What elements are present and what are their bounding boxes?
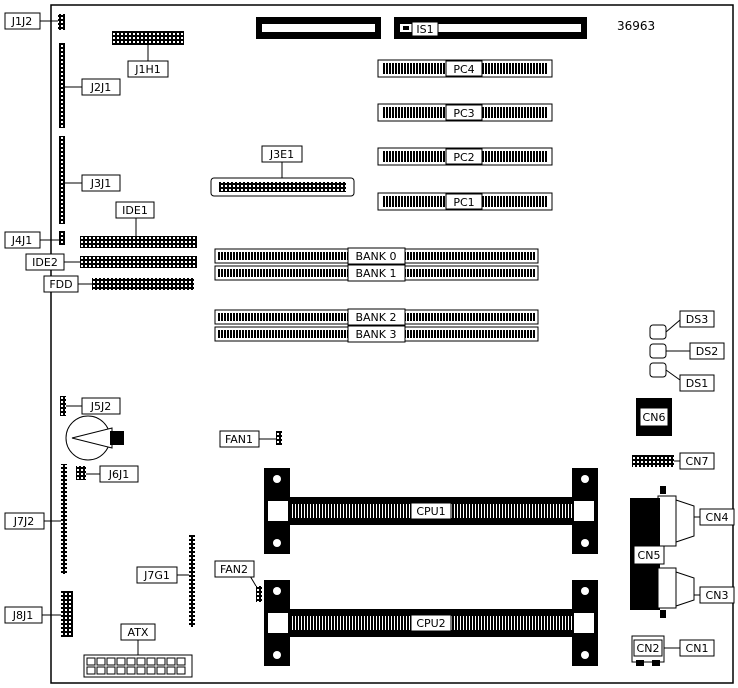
fdd-connector (92, 278, 194, 290)
ide1-connector (80, 236, 197, 248)
cpu1-slot: CPU1 (264, 468, 598, 554)
cn7-header (632, 455, 674, 467)
fan1-header (276, 431, 282, 445)
pc1-label: PC1 (453, 196, 474, 209)
cn3-connector: CN3 (657, 567, 735, 609)
cpu1-label: CPU1 (416, 505, 445, 518)
is1-label: IS1 (416, 23, 433, 36)
bank1-label: BANK 1 (355, 267, 396, 280)
cpu2-slot: CPU2 (264, 580, 598, 666)
cn1-label: CN1 (686, 642, 709, 655)
j3j1-header (59, 136, 65, 224)
j5j2-label: J5J2 (90, 400, 112, 413)
j8j1-header (61, 591, 73, 637)
cn3-label: CN3 (706, 589, 729, 602)
figure-id: 36963 (617, 19, 655, 33)
pc4-label: PC4 (453, 63, 474, 76)
j7j2-label: J7J2 (13, 515, 35, 528)
ds1-label: DS1 (686, 377, 708, 390)
fan1-label: FAN1 (225, 433, 253, 446)
j1h1-header (112, 31, 184, 45)
cn4-label: CN4 (706, 511, 729, 524)
cn5-connector: CN5 (630, 498, 665, 610)
ds1-led: DS1 (649, 362, 715, 392)
j7j2-header (61, 464, 67, 574)
j7g1-label: J7G1 (143, 569, 170, 582)
ds3-label: DS3 (686, 313, 708, 326)
fan2-header (256, 586, 262, 602)
bank3-slot: BANK 3 (214, 325, 539, 343)
ds3-led: DS3 (649, 310, 715, 340)
bank3-label: BANK 3 (355, 328, 396, 341)
pc1-slot: PC1 (377, 192, 553, 211)
pc3-label: PC3 (453, 107, 474, 120)
j2j1-header (59, 43, 65, 128)
atx-connector: ATX (83, 623, 193, 678)
bank2-slot: BANK 2 (214, 308, 539, 326)
j3j1-label: J3J1 (90, 177, 112, 190)
pc2-label: PC2 (453, 151, 474, 164)
j8j1-label: J8J1 (12, 609, 34, 622)
bank1-slot: BANK 1 (214, 264, 539, 282)
ds2-led: DS2 (649, 342, 725, 360)
pc4-slot: PC4 (377, 59, 553, 78)
j7g1-header (189, 535, 195, 627)
j2j1-label: J2J1 (90, 81, 112, 94)
j4j1-header (59, 231, 65, 245)
ide2-connector (80, 256, 197, 268)
cpu2-label: CPU2 (416, 617, 445, 630)
j6j1-label: J6J1 (108, 468, 130, 481)
cn6-connector: CN6 (636, 398, 672, 436)
bank0-slot: BANK 0 (214, 247, 539, 265)
ds2-label: DS2 (696, 345, 718, 358)
j1j2-label: J1J2 (11, 15, 33, 28)
j6j1-header (76, 466, 86, 480)
bank0-label: BANK 0 (355, 250, 396, 263)
cn2-label: CN2 (637, 642, 660, 655)
cn7-label: CN7 (686, 455, 709, 468)
ide2-label: IDE2 (32, 256, 58, 269)
j1j2-header (58, 14, 65, 30)
fan2-label: FAN2 (220, 563, 248, 576)
j1h1-label: J1H1 (134, 63, 161, 76)
ide1-label: IDE1 (122, 204, 148, 217)
bank2-label: BANK 2 (355, 311, 396, 324)
j4j1-label: J4J1 (11, 234, 33, 247)
j5j2-header (60, 396, 66, 416)
pc2-slot: PC2 (377, 147, 553, 166)
cn6-label: CN6 (643, 411, 666, 424)
cn5-label: CN5 (638, 549, 661, 562)
atx-label: ATX (128, 626, 149, 639)
fdd-label: FDD (49, 278, 72, 291)
pc3-slot: PC3 (377, 103, 553, 122)
battery (65, 415, 124, 461)
j3e1-label: J3E1 (269, 148, 294, 161)
cn2-connector: CN2 (631, 635, 665, 666)
